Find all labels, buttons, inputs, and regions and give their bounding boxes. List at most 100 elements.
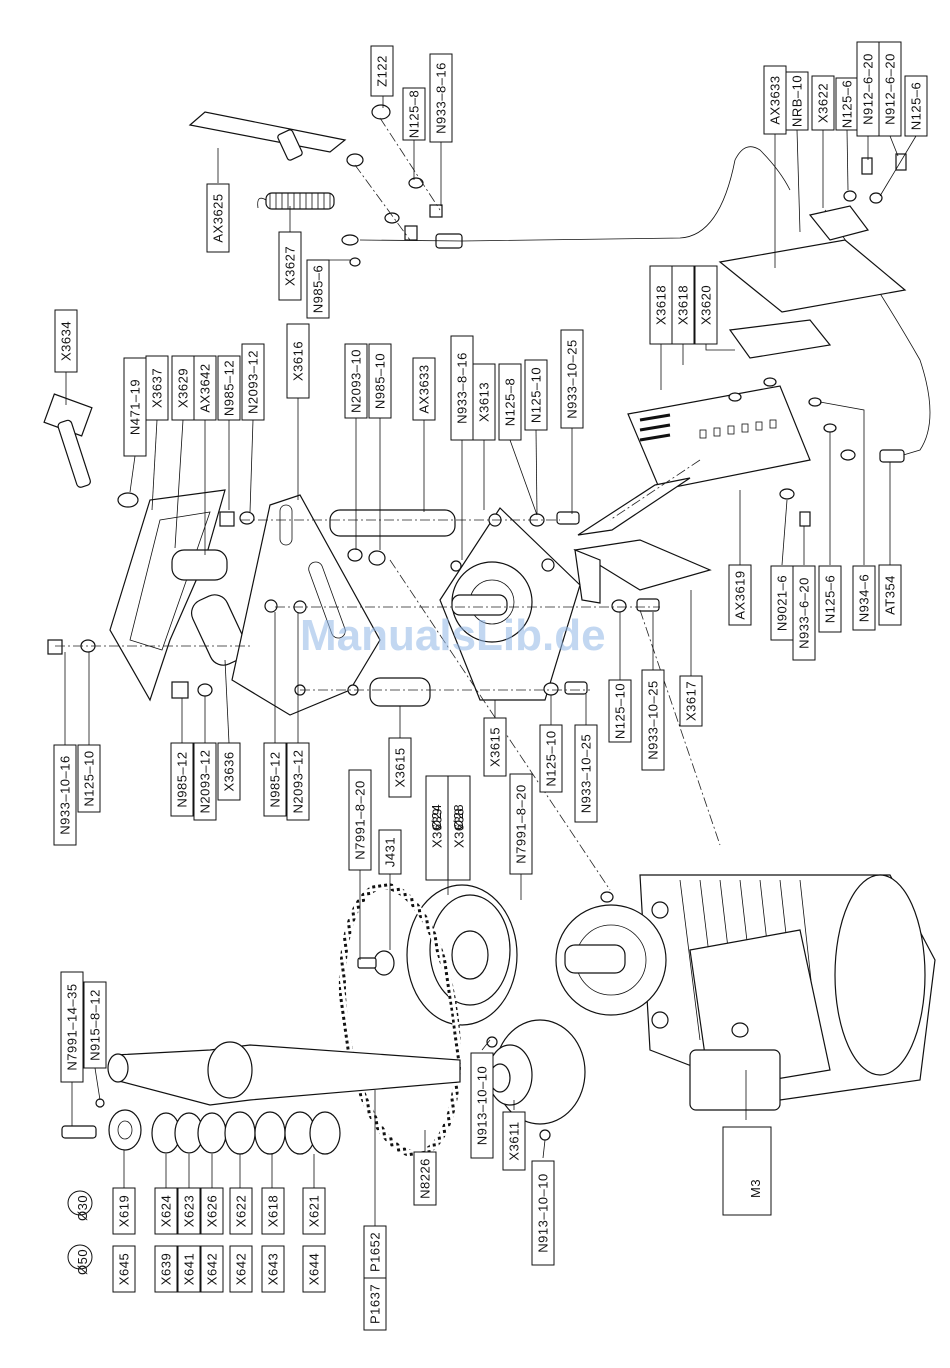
label-n912-6-20-a-text: N912–6–20 [861, 53, 876, 125]
label-x623-text: X623 [182, 1195, 197, 1227]
label-x644: X644 [302, 1245, 326, 1293]
ax3633-spacer [329, 509, 456, 537]
x3617-bracket [573, 539, 712, 591]
label-x3618-b-text: X3618 [676, 285, 691, 325]
label-x626-text: X626 [205, 1195, 220, 1227]
label-n125-10-c-text: N125–10 [82, 750, 97, 806]
label-x618-text: X618 [266, 1195, 281, 1227]
label-ax3619-text: AX3619 [733, 570, 748, 619]
label-x645-text: X645 [117, 1253, 132, 1285]
label-x3627: X3627 [278, 231, 302, 301]
label-x3618-a: X3618 [649, 265, 673, 345]
label-n125-8-a: N125–8 [402, 87, 426, 141]
label-n2093-10: N2093–10 [344, 343, 368, 419]
label-x3634: X3634 [54, 309, 78, 373]
label-ax3619: AX3619 [728, 564, 752, 626]
leader-lines [64, 96, 917, 1226]
label-n2093-12-c: N2093–12 [286, 742, 310, 821]
label-n2093-12-c-text: N2093–12 [291, 750, 306, 814]
motor-label-box: M3 [722, 1126, 772, 1216]
label-n915-8-12-text: N915–8–12 [88, 989, 103, 1061]
drawing-artwork [43, 104, 936, 1158]
label-n125-10-c: N125–10 [77, 744, 101, 813]
label-n2093-12-a: N2093–12 [241, 343, 265, 421]
label-x622-a: X622 [229, 1187, 253, 1235]
label-n125-6-c: N125–6 [818, 565, 842, 633]
label-x642-b: X642 [229, 1245, 253, 1293]
label-x3639: X3639 [425, 775, 449, 881]
label-x639: X639 [154, 1245, 178, 1293]
label-n985-6: N985–6 [306, 259, 330, 319]
label-at354-text: AT354 [883, 575, 898, 615]
label-x3620: X3620 [694, 265, 718, 345]
label-x639-text: X639 [159, 1253, 174, 1285]
label-x3611-text: X3611 [507, 1121, 522, 1160]
label-n471-19: N471–19 [123, 357, 147, 457]
label-x644-text: X644 [307, 1253, 322, 1285]
label-n8226-text: N8226 [418, 1158, 433, 1199]
label-n933-8-16-a-text: N933–8–16 [434, 62, 449, 134]
clamp-plate [728, 319, 832, 359]
label-x3615-text: X3615 [393, 747, 408, 787]
label-x3613: X3613 [472, 363, 496, 441]
label-ax3633-a: AX3633 [763, 65, 787, 135]
label-x3627-text: X3627 [283, 246, 298, 286]
spring [257, 192, 335, 210]
pulley-size-28: Ø28 [451, 804, 466, 830]
label-n125-6-c-text: N125–6 [823, 575, 838, 624]
ax3642-bushing [171, 549, 228, 581]
label-x3615: X3615 [388, 737, 412, 798]
label-n985-10-text: N985–10 [373, 353, 388, 409]
label-n125-8-a-text: N125–8 [407, 90, 422, 139]
label-x3618-b: X3618 [671, 265, 695, 345]
label-n125-10-b: N125–10 [608, 679, 632, 743]
label-n933-6-20: N933–6–20 [792, 565, 816, 661]
label-n7991-14-35-text: N7991–14–35 [65, 983, 80, 1070]
label-x3611: X3611 [502, 1111, 526, 1171]
x3615-spacer [369, 677, 431, 707]
label-j431: J431 [378, 829, 402, 875]
label-ax3642: AX3642 [193, 355, 217, 421]
label-x3636-text: X3636 [222, 751, 237, 791]
label-n933-10-25-b: N933–10–25 [641, 669, 665, 771]
label-n934-6-text: N934–6 [857, 574, 872, 623]
label-n985-12-c-text: N985–12 [268, 751, 283, 807]
label-n2093-10-text: N2093–10 [349, 349, 364, 413]
label-n985-12-c: N985–12 [263, 742, 287, 817]
label-n125-6-a: N125–6 [835, 77, 859, 131]
label-n8226: N8226 [413, 1151, 437, 1206]
pulley-size-24: Ø24 [429, 804, 444, 830]
label-x642-a-text: X642 [205, 1253, 220, 1285]
label-n913-10-10-a: N913–10–10 [470, 1052, 494, 1159]
label-n985-12-b: N985–12 [170, 742, 194, 817]
label-x3639-text: X3639 [430, 808, 445, 848]
label-x626: X626 [200, 1187, 224, 1235]
label-x3629: X3629 [171, 355, 195, 421]
label-x3616-text: X3616 [291, 341, 306, 381]
label-x619-text: X619 [117, 1195, 132, 1227]
label-n933-10-25-c-text: N933–10–25 [579, 734, 594, 813]
label-ax3625-text: AX3625 [211, 193, 226, 242]
label-x622-a-text: X622 [234, 1195, 249, 1227]
label-n933-10-25-a-text: N933–10–25 [565, 339, 580, 418]
label-n985-12-a: N985–12 [217, 355, 241, 421]
spacer-rings [108, 1109, 341, 1155]
x3636-shaft [190, 594, 248, 666]
label-p1637: P1637 [363, 1277, 387, 1331]
label-n933-6-20-text: N933–6–20 [797, 577, 812, 649]
small-clip [808, 205, 870, 241]
label-x3637: X3637 [145, 355, 169, 421]
label-x3636: X3636 [217, 742, 241, 801]
label-n915-8-12: N915–8–12 [83, 981, 107, 1069]
label-n912-6-20-b-text: N912–6–20 [883, 53, 898, 125]
label-x641: X641 [177, 1245, 201, 1293]
label-x3616: X3616 [286, 323, 310, 399]
label-x618: X618 [261, 1187, 285, 1235]
label-x645: X645 [112, 1245, 136, 1293]
label-x623: X623 [177, 1187, 201, 1235]
lever-knob [277, 129, 303, 161]
watermark: ManualsLib.de [300, 611, 606, 660]
label-x642-b-text: X642 [234, 1253, 249, 1285]
